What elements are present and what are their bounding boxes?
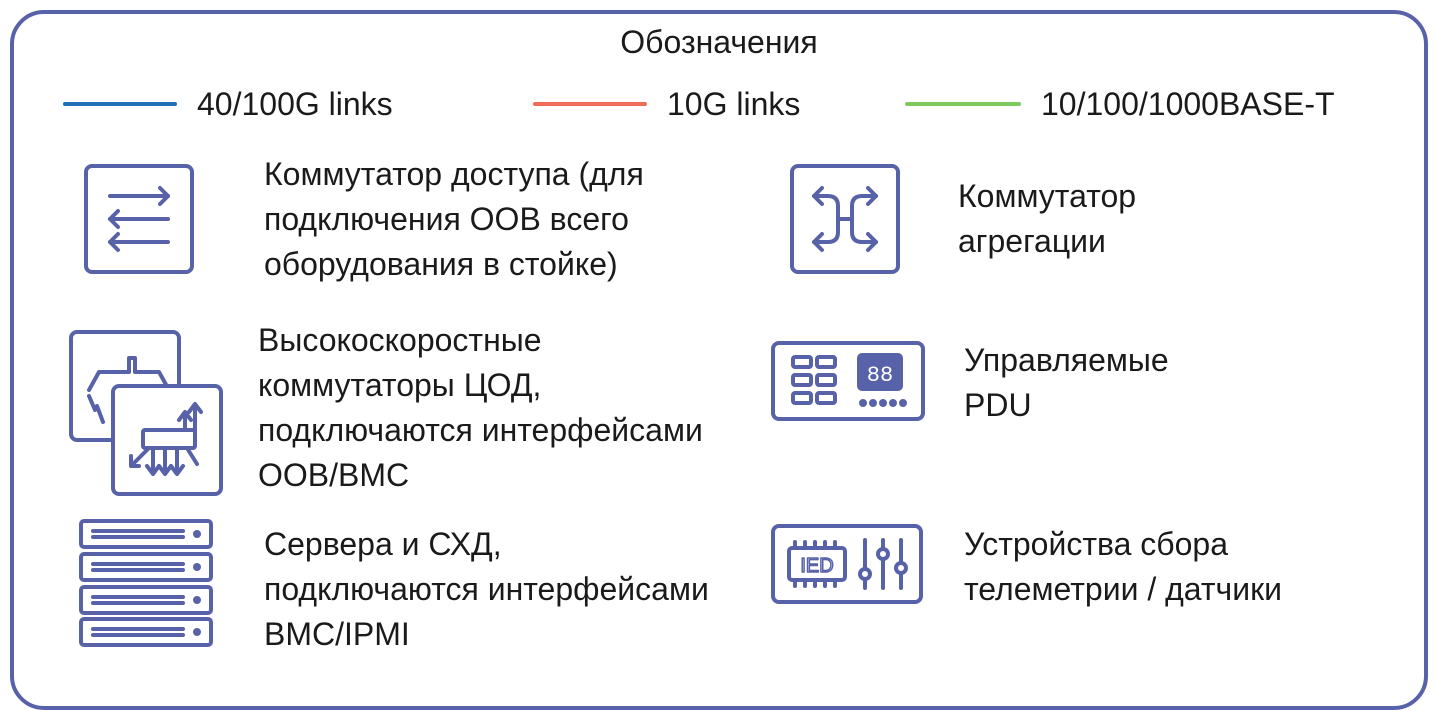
- legend-label-10g: 10G links: [667, 86, 801, 122]
- svg-text:88: 88: [867, 363, 893, 388]
- telemetry-device-label: Устройства сбора телеметрии / датчики: [964, 526, 1282, 607]
- high-speed-switches-icon: [69, 330, 225, 498]
- servers-label: Сервера и СХД, подключаются интерфейсами…: [264, 526, 709, 652]
- legend-label-1000base-t: 10/100/1000BASE-T: [1041, 86, 1335, 122]
- telemetry-device-icon: IED: [771, 524, 923, 604]
- pdu-label: Управляемые PDU: [964, 342, 1169, 423]
- servers-icon: [79, 519, 213, 647]
- access-switch-label: Коммутатор доступа (для подключения ООВ …: [264, 156, 644, 282]
- high-speed-switches-label: Высокоскоростные коммутаторы ЦОД, подклю…: [258, 322, 703, 493]
- legend-title: Обозначения: [620, 24, 818, 60]
- aggregation-switch-icon: [790, 164, 900, 274]
- legend-label-40-100g: 40/100G links: [197, 86, 393, 122]
- pdu-icon: 88: [771, 341, 925, 421]
- aggregation-switch-label: Коммутатор агрегации: [958, 178, 1137, 259]
- legend-line-40-100g: [63, 102, 177, 106]
- legend-line-10g: [533, 102, 647, 106]
- legend-line-1000base-t: [905, 102, 1021, 106]
- svg-text:IED: IED: [800, 555, 833, 577]
- access-switch-icon: [84, 164, 194, 274]
